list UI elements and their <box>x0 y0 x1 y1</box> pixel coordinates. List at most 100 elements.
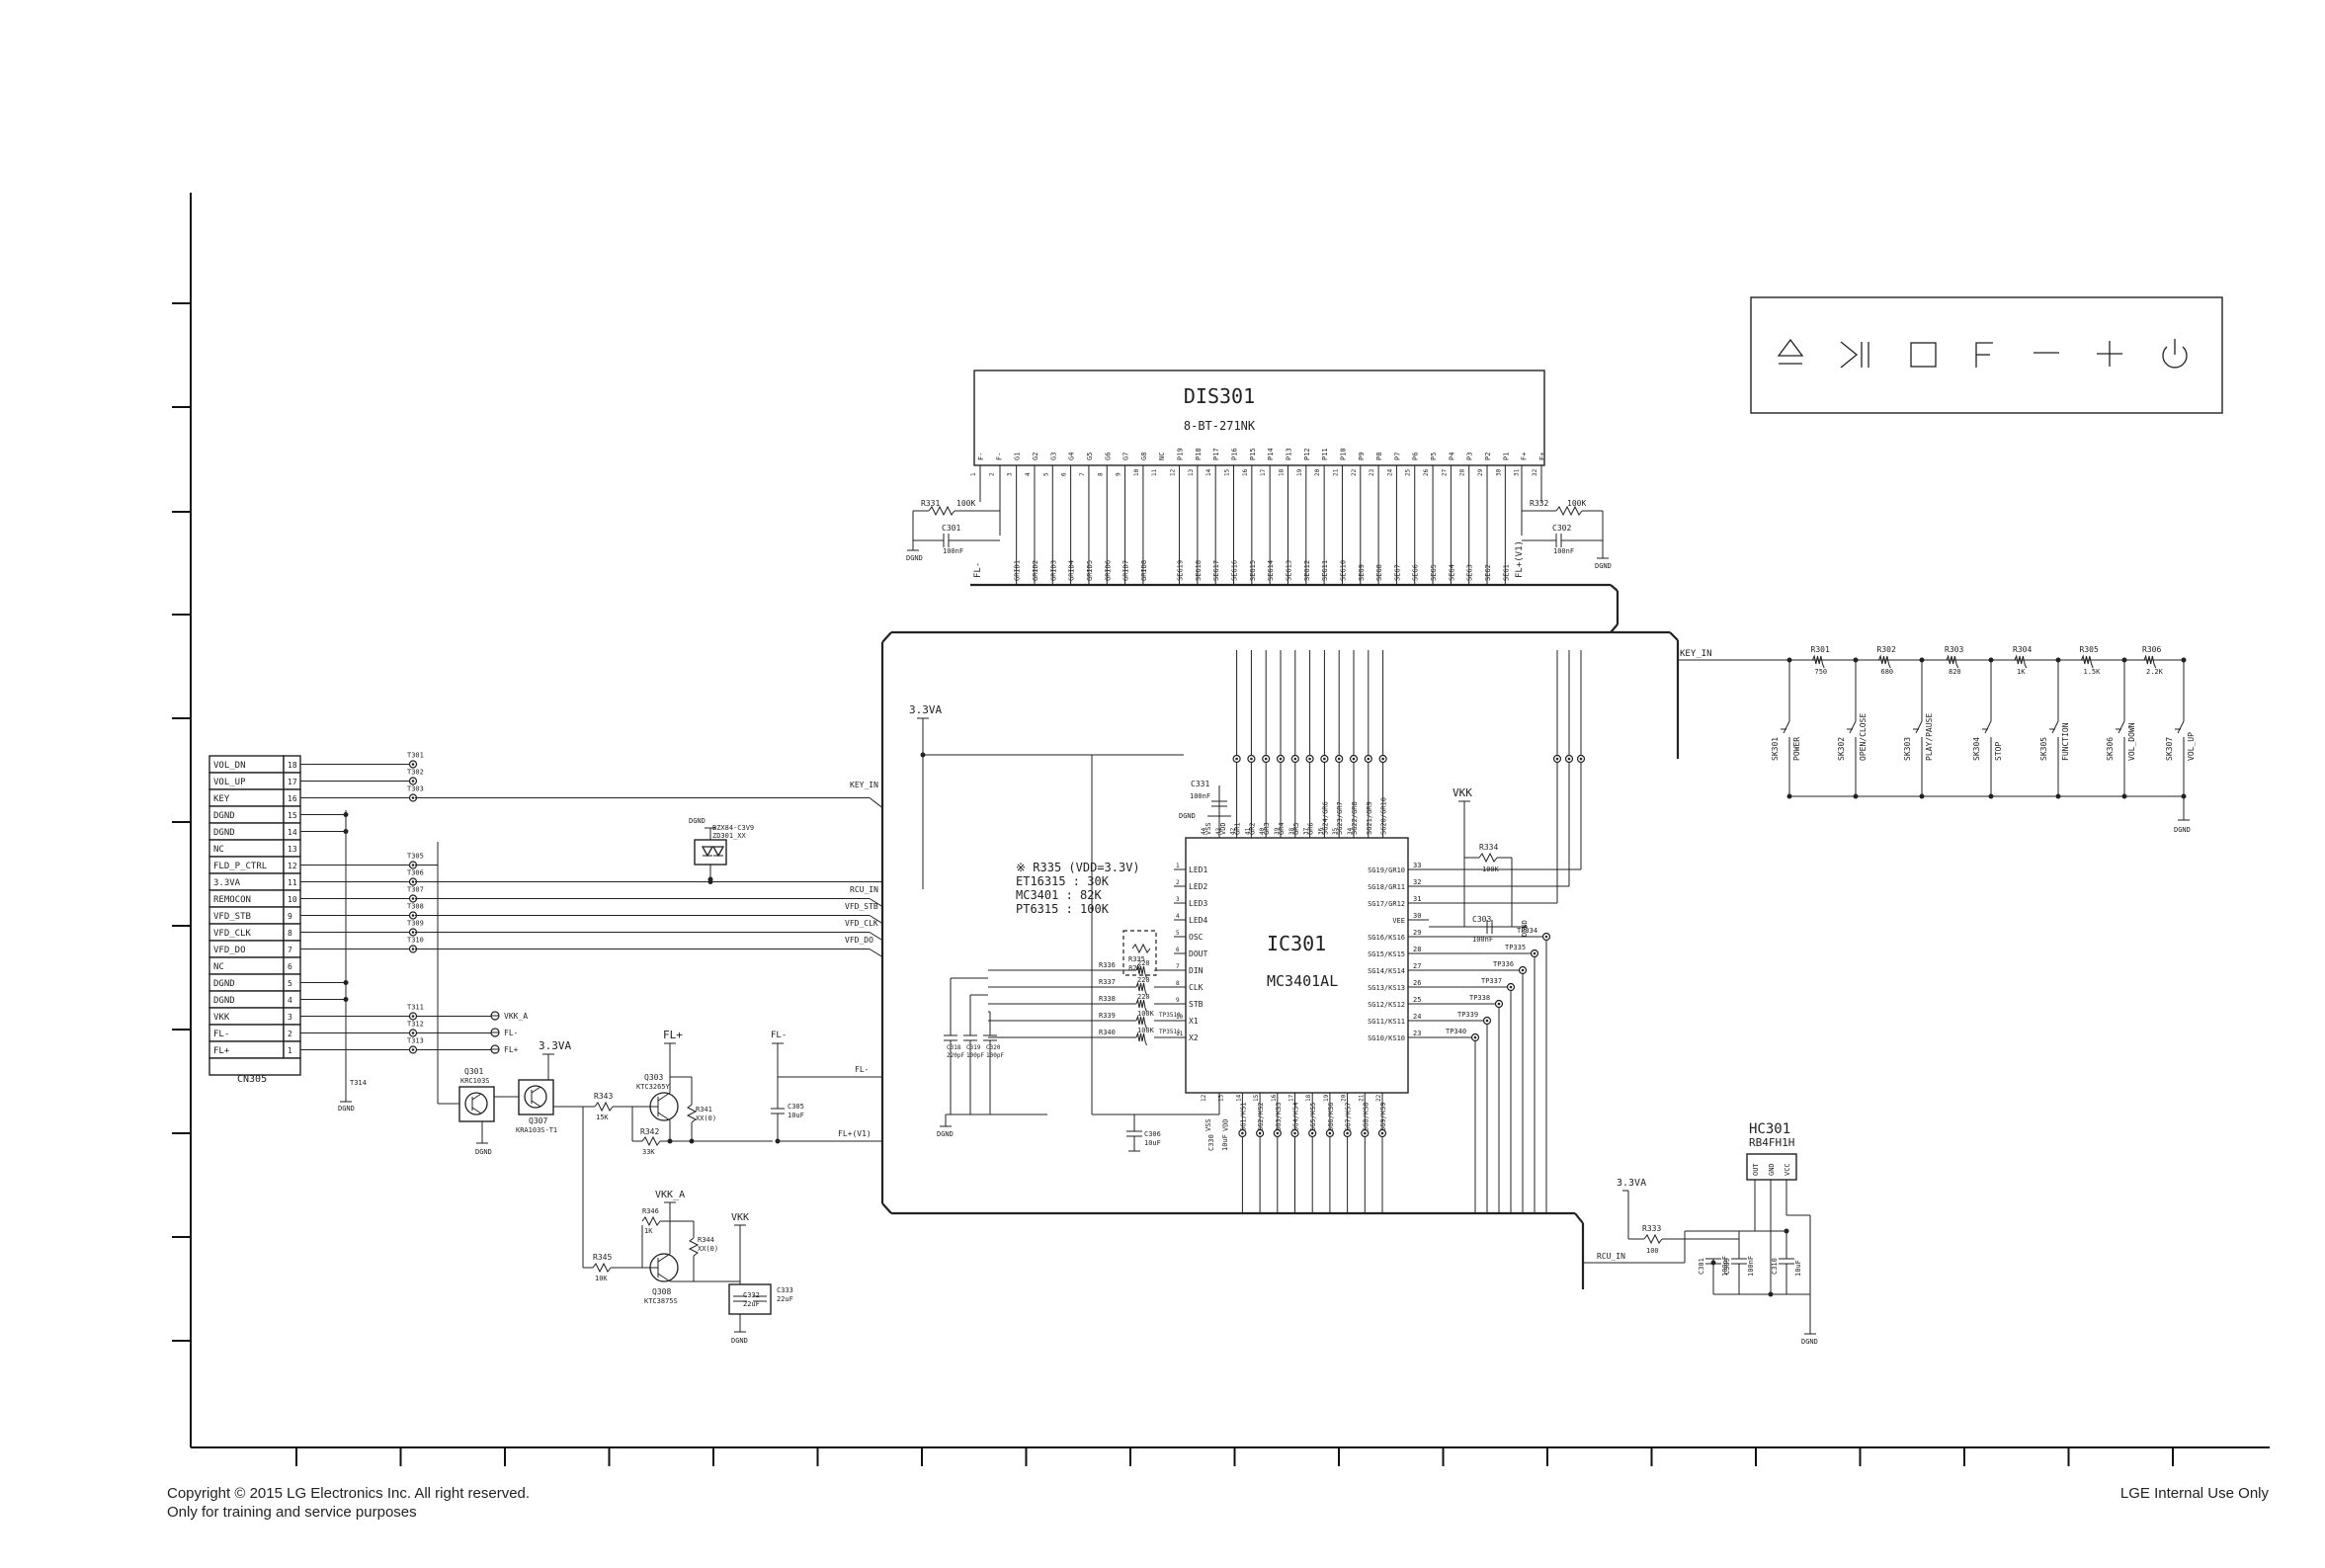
ic301-pin-clk: CLK <box>1189 983 1204 992</box>
dis301-pin-17: P14 <box>1267 448 1275 460</box>
ic301-pin-num-top-9: 36 <box>1317 827 1324 835</box>
cn305-tp-t306: T306 <box>407 869 424 877</box>
dis301-pin-2: F- <box>995 453 1003 460</box>
cn305-tp-t305: T305 <box>407 853 424 861</box>
vfd-net-seg11: SEG11 <box>1321 560 1329 581</box>
ic301-tp334: TP334 <box>1517 927 1537 935</box>
cn305-footer-box <box>208 1057 301 1076</box>
vfd-net-seg7: SEG7 <box>1393 564 1401 581</box>
hc301-c310-value: 10uF <box>1794 1260 1802 1277</box>
ic301-pin-num-bottom-7: 18 <box>1305 1094 1312 1102</box>
dis301-pin-10: G8 <box>1140 453 1148 460</box>
ic301-pin-num-top-8: 37 <box>1303 827 1310 835</box>
vfd-net-seg13: SEG13 <box>1285 560 1292 581</box>
hc301-c301-value: 100pF <box>1721 1256 1729 1277</box>
ic301-pin-dout: DOUT <box>1189 949 1207 958</box>
ic301-pin-bottom-10: SG8/KS8 <box>1362 1102 1370 1131</box>
switch-sk303-label: PLAY/PAUSE <box>1925 713 1934 761</box>
ic301-pin-right-1: SG19/GR10 <box>1368 867 1405 874</box>
dis301-pin-1: F- <box>977 453 985 460</box>
cn305-pin-13-num: 13 <box>288 845 297 854</box>
r343-label: R343 <box>594 1092 613 1101</box>
ic301-pin-stb: STB <box>1189 1000 1204 1009</box>
ic301-tp340: TP340 <box>1446 1028 1466 1035</box>
hc301-c301-label: C301 <box>1698 1258 1705 1275</box>
ic301-pin-num-top-4: 41 <box>1244 827 1251 835</box>
q308-part: KTC3875S <box>644 1297 678 1305</box>
vfd-net-seg2: SEG2 <box>1484 564 1492 581</box>
ladder-r304-value: 1K <box>2017 668 2026 676</box>
ladder-r302-value: 680 <box>1881 668 1894 676</box>
fl-minus-tie: FL- <box>855 1065 869 1074</box>
cn305-pin-16-num: 16 <box>288 794 297 803</box>
ic301-c319-label: C319 <box>966 1044 981 1051</box>
q303-part: KTC3265Y <box>636 1083 671 1091</box>
vfd-net-seg3: SEG3 <box>1466 564 1474 581</box>
cn305-pin-10-num: 10 <box>288 895 297 904</box>
vfd-net-seg18: SEG18 <box>1195 560 1203 581</box>
ic301-c320-label: C320 <box>986 1044 1001 1051</box>
c333-label: C333 <box>777 1286 793 1294</box>
dis301-pin-11: NC <box>1158 453 1166 460</box>
net-vfd-do: VFD_DO <box>845 936 873 945</box>
vfd-net-grid4: GRID4 <box>1068 560 1076 581</box>
cn305-pin-11-name: 3.3VA <box>213 878 241 888</box>
ic301-right-pins: SG19/GR1033SG18/GR1132SG17/GR1231VEE30SG… <box>1368 862 1429 1042</box>
c332-gnd: DGND <box>731 1337 748 1345</box>
switch-sk307: SK307 <box>2165 737 2174 761</box>
dis301-pin-21: P10 <box>1339 448 1347 460</box>
dis301-pin-5: G3 <box>1049 453 1057 460</box>
dis301-title: DIS301 <box>1184 384 1255 408</box>
ic301-pin-num-left-11: 11 <box>1176 1031 1184 1037</box>
net-fl-minus: FL- <box>504 1029 518 1037</box>
dis301-display: DIS301 8-BT-271NK F-1F-2G13G24G35G46G57G… <box>906 370 1612 585</box>
vfd-net-seg8: SEG8 <box>1375 564 1383 581</box>
dis301-pin-num-32: 32 <box>1532 468 1538 476</box>
cn305-pin-10-name: REMOCON <box>213 895 251 905</box>
cn305-label: CN305 <box>237 1074 267 1085</box>
dis301-pin-num-30: 30 <box>1495 468 1502 476</box>
ic301-tp335: TP335 <box>1505 944 1526 951</box>
dis301-pin-9: G7 <box>1122 453 1130 460</box>
ic301-tp338: TP338 <box>1469 994 1490 1002</box>
ladder-r304-label: R304 <box>2013 645 2032 654</box>
cn305-pin-14-name: DGND <box>213 828 235 838</box>
cn305-pin-13-name: NC <box>213 845 224 855</box>
c301-value: 100nF <box>943 547 963 555</box>
cn305-pin-15-name: DGND <box>213 811 235 821</box>
ic301-pin-top-11: SG22/GR8 <box>1351 801 1359 835</box>
cn305-pin-6-num: 6 <box>288 962 292 971</box>
dis301-pin-num-4: 4 <box>1025 472 1032 476</box>
switch-sk306-label: VOL_DOWN <box>2127 722 2136 761</box>
ic301-pin-num-right-7: 27 <box>1413 962 1421 970</box>
t314-label: T314 <box>350 1079 367 1087</box>
ic301-r340-value: 100K <box>1137 1027 1155 1034</box>
r346-value: 1K <box>644 1227 653 1235</box>
r346-label: R346 <box>642 1207 659 1215</box>
switch-sk301: SK301 <box>1771 737 1780 761</box>
ic301-pin-bottom-8: SG6/KS6 <box>1327 1102 1335 1131</box>
r333-value: 100 <box>1646 1247 1659 1255</box>
cn305-pin-5-name: DGND <box>213 979 235 989</box>
ic301-pin-top-5: GR3 <box>1263 822 1271 835</box>
dis301-pin-14: P17 <box>1212 448 1220 460</box>
ic301-pin-x2: X2 <box>1189 1033 1199 1042</box>
ic301-c318-label: C318 <box>947 1044 961 1051</box>
ic301-pin-right-10: SG11/KS11 <box>1368 1018 1405 1026</box>
hc301-pin-gnd: GND <box>1768 1163 1776 1176</box>
vfd-net-seg12: SEG12 <box>1303 560 1311 581</box>
ic301-pin-top-1: VSS <box>1204 822 1212 835</box>
c331-gnd: DGND <box>1179 812 1196 820</box>
dis301-pin-num-16: 16 <box>1242 468 1249 476</box>
ladder-gnd: DGND <box>2174 826 2191 834</box>
hc301-pin-vcc: VCC <box>1784 1163 1791 1176</box>
c303-gnd: DGND <box>1521 920 1529 937</box>
r341-label: R341 <box>696 1106 712 1114</box>
r332-label: R332 <box>1530 499 1548 508</box>
dis301-pin-num-26: 26 <box>1423 468 1430 476</box>
ic301-pin-num-left-3: 3 <box>1176 896 1180 903</box>
cn305-pin-8-num: 8 <box>288 929 292 938</box>
dis301-pin-24: P7 <box>1393 453 1401 460</box>
caps-gnd: DGND <box>937 1130 954 1138</box>
